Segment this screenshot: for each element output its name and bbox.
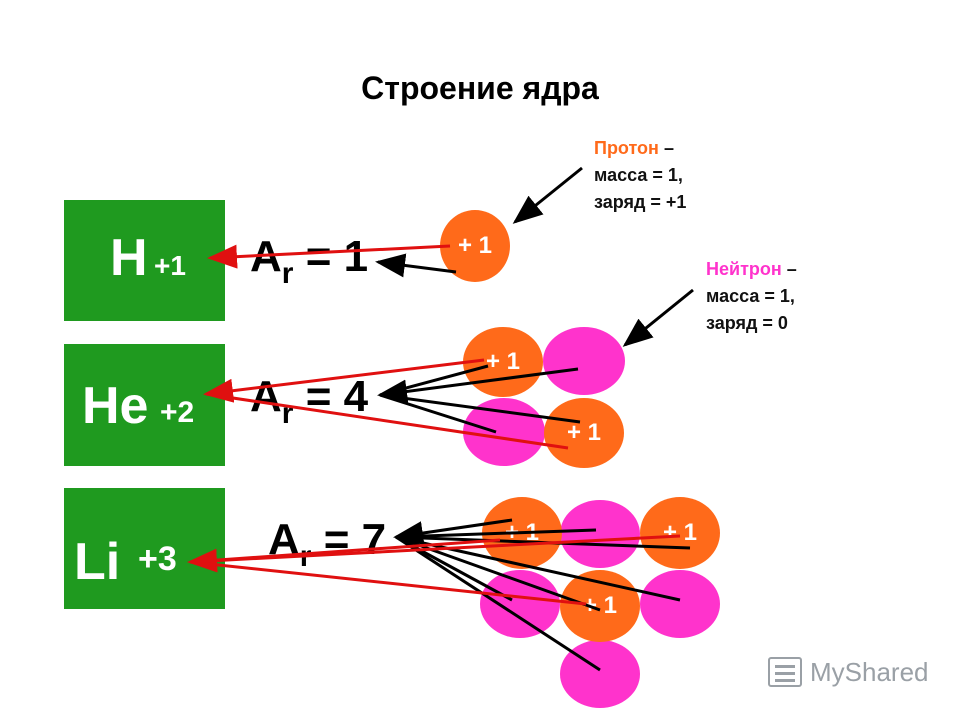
neutron-note-dash: – xyxy=(781,259,797,279)
presentation-icon xyxy=(768,657,802,687)
neutron-note-name: Нейтрон xyxy=(706,259,782,279)
proton-note-arrow xyxy=(512,166,583,224)
proton-note-mass: масса = 1, xyxy=(594,165,683,185)
h-mass-arrow xyxy=(375,253,457,278)
proton-note-charge: заряд = +1 xyxy=(594,192,687,212)
proton-li-2: + 1 xyxy=(640,497,720,569)
he-charge-arrow-2 xyxy=(205,392,569,450)
he-mass-arrow-3 xyxy=(379,393,581,424)
he-mass-arrow-1 xyxy=(377,367,579,404)
mass-label-he: Ar = 4 xyxy=(250,372,368,431)
element-charge-li: +3 xyxy=(138,540,177,578)
neutron-li-3 xyxy=(640,570,720,638)
proton-label: + 1 xyxy=(662,519,698,546)
watermark-text: MyShared xyxy=(810,656,929,687)
proton-note-title: Протон – xyxy=(594,135,686,162)
neutron-note-title: Нейтрон – xyxy=(706,256,797,283)
neutron-note: Нейтрон – масса = 1, заряд = 0 xyxy=(706,256,797,337)
neutron-he-1 xyxy=(543,327,625,395)
element-symbol-li: Li xyxy=(74,533,121,591)
neutron-note-mass: масса = 1, xyxy=(706,286,795,306)
neutron-note-arrow xyxy=(622,288,694,347)
proton-label: + 1 xyxy=(566,419,602,446)
element-box-hydrogen: H +1 xyxy=(64,200,225,321)
element-box-helium: He +2 xyxy=(64,344,225,466)
element-symbol-he: He xyxy=(82,377,149,435)
li-mass-arrow-2 xyxy=(395,528,597,539)
neutron-note-charge: заряд = 0 xyxy=(706,313,788,333)
h-charge-arrow xyxy=(207,244,451,269)
mass-value: = 1 xyxy=(305,232,369,281)
proton-note-name: Протон xyxy=(594,138,659,158)
proton-he-2: + 1 xyxy=(544,398,624,468)
proton-note-dash: – xyxy=(658,138,674,158)
he-charge-arrow-1 xyxy=(203,358,485,403)
element-box-lithium: Li +3 xyxy=(64,488,225,609)
mass-symbol: A xyxy=(250,372,282,421)
li-mass-arrow-7 xyxy=(395,535,601,672)
proton-label: + 1 xyxy=(457,232,493,259)
proton-note: Протон – масса = 1, заряд = +1 xyxy=(594,135,686,216)
element-symbol-h: H xyxy=(110,229,148,287)
element-charge-h: +1 xyxy=(154,250,186,281)
page-title: Строение ядра xyxy=(361,70,599,106)
neutron-li-1 xyxy=(560,500,640,568)
li-charge-arrow-3 xyxy=(189,560,587,606)
proton-h-1: + 1 xyxy=(440,210,510,282)
li-charge-arrow-2 xyxy=(189,538,501,564)
he-mass-arrow-2 xyxy=(379,393,497,434)
li-mass-arrow-1 xyxy=(393,518,513,545)
element-charge-he: +2 xyxy=(160,396,195,429)
mass-subscript: r xyxy=(281,257,294,290)
proton-label: + 1 xyxy=(485,348,521,375)
he-mass-arrow-4 xyxy=(379,364,489,397)
mass-subscript: r xyxy=(281,397,294,430)
watermark: MyShared xyxy=(768,657,929,687)
